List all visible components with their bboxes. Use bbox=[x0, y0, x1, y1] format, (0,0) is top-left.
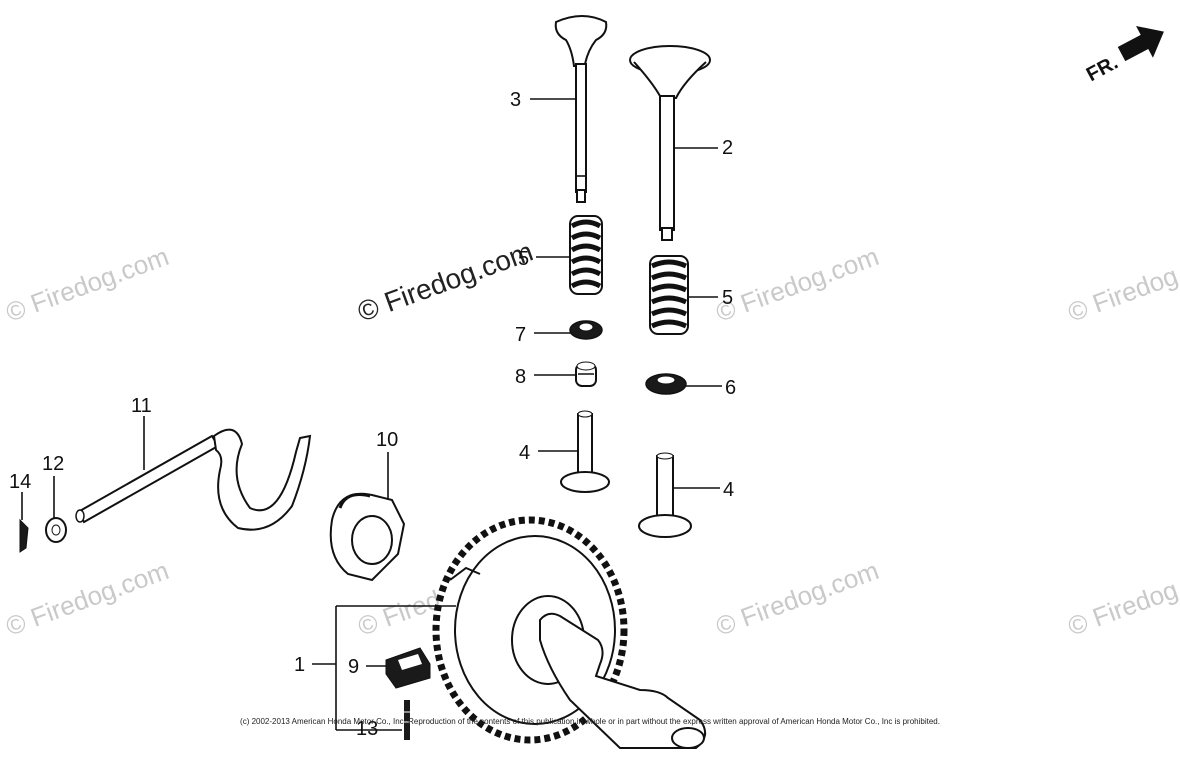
copyright-notice: (c) 2002-2013 American Honda Motor Co., … bbox=[240, 717, 940, 726]
callout-5-left: 5 bbox=[518, 248, 529, 270]
watermark-mid-upper: © Firedog.com bbox=[712, 241, 883, 328]
callout-12: 12 bbox=[42, 453, 64, 475]
callout-5-right: 5 bbox=[722, 287, 733, 309]
callout-10: 10 bbox=[376, 429, 398, 451]
front-direction-marker: FR. bbox=[1083, 26, 1164, 87]
watermark-center: © Firedog.com bbox=[353, 236, 537, 328]
part-valve-right bbox=[629, 45, 711, 241]
callout-6: 6 bbox=[725, 377, 736, 399]
part-decompressor-shaft bbox=[75, 428, 312, 531]
part-bolt bbox=[402, 700, 412, 740]
part-tappet-left bbox=[560, 410, 610, 493]
callout-14: 14 bbox=[9, 471, 31, 493]
callout-1: 1 bbox=[294, 654, 305, 676]
watermark-right-lower: © Firedog.com bbox=[1064, 555, 1180, 642]
part-retainer bbox=[569, 320, 603, 340]
part-decompressor-weight bbox=[329, 492, 406, 582]
part-valve-left bbox=[554, 15, 608, 203]
callout-2: 2 bbox=[722, 137, 733, 159]
callout-11: 11 bbox=[131, 395, 152, 417]
callout-13: 13 bbox=[356, 718, 378, 740]
watermark-left-upper: © Firedog.com bbox=[2, 241, 173, 328]
front-direction-label: FR. bbox=[1083, 52, 1122, 87]
part-washer bbox=[45, 517, 67, 543]
front-arrow-icon bbox=[1117, 26, 1164, 62]
part-retainer-right bbox=[645, 373, 687, 395]
part-pin bbox=[19, 518, 29, 553]
callout-8: 8 bbox=[515, 366, 526, 388]
leader-lines bbox=[21, 98, 722, 731]
part-holder bbox=[385, 647, 431, 689]
watermark-mid-lower: © Firedog.com bbox=[712, 555, 883, 642]
callout-4-right: 4 bbox=[723, 479, 734, 501]
part-spring-left bbox=[569, 215, 603, 295]
callout-9: 9 bbox=[348, 656, 359, 678]
part-camshaft bbox=[432, 516, 707, 749]
callout-7: 7 bbox=[515, 324, 526, 346]
part-rotator bbox=[575, 361, 597, 387]
part-spring-right bbox=[649, 255, 689, 335]
part-tappet-right bbox=[638, 452, 692, 538]
watermark-left-lower: © Firedog.com bbox=[2, 555, 173, 642]
callout-3: 3 bbox=[510, 89, 521, 111]
watermark-right-upper: © Firedog.com bbox=[1064, 241, 1180, 328]
callout-4-left: 4 bbox=[519, 442, 530, 464]
